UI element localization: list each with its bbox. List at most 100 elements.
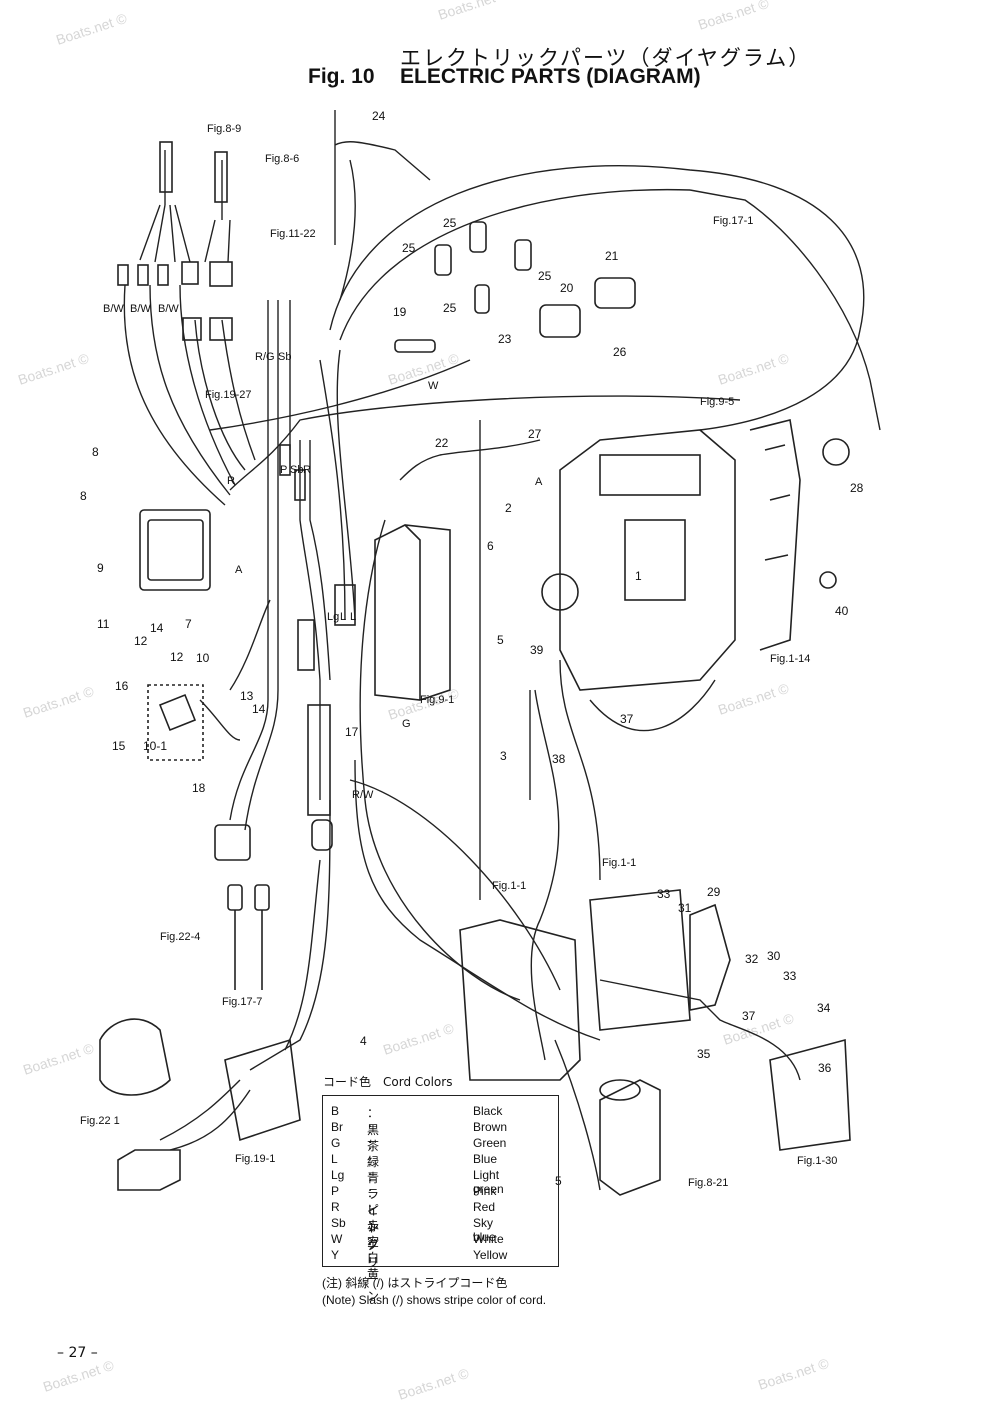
- watermark-text: Boats.net ©: [716, 350, 791, 388]
- watermark-text: Boats.net ©: [21, 683, 96, 721]
- wire-color-label: B/W: [103, 303, 124, 315]
- page-number: – 27 –: [57, 1345, 98, 1361]
- callout-number: 7: [185, 617, 192, 631]
- wire-color-label: A: [535, 476, 543, 488]
- callout-number: 14: [252, 702, 266, 716]
- callout-number: 37: [620, 712, 634, 726]
- callout-number: 33: [657, 887, 671, 901]
- watermark-text: Boats.net ©: [436, 0, 511, 23]
- wire-color-label: R/G: [255, 351, 275, 363]
- wire-color-label: R/W: [352, 789, 374, 801]
- callout-number: 28: [850, 481, 864, 495]
- watermark-text: Boats.net ©: [54, 10, 129, 48]
- callout-layer: 123455678891010-111121213141415161718192…: [80, 109, 864, 1189]
- callout-number: 18: [192, 781, 206, 795]
- legend-code: R: [331, 1200, 340, 1214]
- callout-number: 11: [97, 617, 110, 631]
- figure-reference: Fig.9-1: [420, 694, 454, 706]
- callout-number: 35: [697, 1047, 711, 1061]
- watermark-text: Boats.net ©: [716, 680, 791, 718]
- watermark-text: Boats.net ©: [21, 1040, 96, 1078]
- figure-reference: Fig.22 1: [80, 1115, 120, 1127]
- legend-jp: ：青: [367, 1154, 380, 1185]
- legend-title: コード色 Cord Colors: [323, 1075, 453, 1089]
- component-shapes: [99, 141, 851, 1196]
- legend-en: White: [473, 1232, 504, 1246]
- callout-number: 26: [613, 345, 627, 359]
- legend-code: Lg: [331, 1168, 345, 1182]
- figure-reference: Fig.9-5: [700, 396, 734, 408]
- wire-color-label: Sb: [290, 464, 303, 476]
- wire-color-label: P: [280, 464, 287, 476]
- watermark-text: Boats.net ©: [16, 350, 91, 388]
- callout-number: 4: [360, 1034, 367, 1048]
- callout-number: 3: [500, 749, 507, 763]
- legend-jp: ：空: [367, 1218, 380, 1249]
- legend-jp: ：茶: [367, 1122, 380, 1153]
- wire-color-label: B/W: [130, 303, 151, 315]
- callout-number: 39: [530, 643, 544, 657]
- legend-code: W: [331, 1232, 343, 1246]
- figure-reference: Fig.19-1: [235, 1153, 275, 1165]
- callout-number: 21: [605, 249, 619, 263]
- figure-reference: Fig.1-1: [602, 857, 636, 869]
- figure-reference: Fig.11-22: [270, 228, 316, 240]
- wire-color-label: R: [303, 464, 311, 476]
- wiring-lines: [123, 110, 881, 1191]
- legend-jp: ：赤: [367, 1202, 380, 1233]
- callout-number: 1: [635, 569, 642, 583]
- callout-number: 10-1: [143, 739, 167, 753]
- note-japanese: (注) 斜線 (/) はストライプコード色: [322, 1276, 508, 1290]
- callout-number: 23: [498, 332, 512, 346]
- callout-number: 25: [402, 241, 416, 255]
- legend-code: G: [331, 1136, 341, 1150]
- wire-color-label: A: [235, 564, 243, 576]
- callout-number: 14: [150, 621, 164, 635]
- wire-color-label: W: [428, 380, 439, 392]
- callout-number: 13: [240, 689, 254, 703]
- figure-reference: Fig.22-4: [160, 931, 200, 943]
- legend-jp: ：白: [367, 1234, 380, 1265]
- legend-en: Brown: [473, 1120, 508, 1134]
- callout-number: 8: [92, 445, 99, 459]
- legend-jp: ：ピンク: [367, 1186, 380, 1251]
- callout-number: 10: [196, 651, 210, 665]
- watermark-text: Boats.net ©: [396, 1365, 471, 1403]
- figure-number: Fig. 10: [308, 65, 375, 88]
- callout-number: 24: [372, 109, 386, 123]
- figure-reference: Fig.1-1: [492, 880, 526, 892]
- callout-number: 34: [817, 1001, 831, 1015]
- wire-color-label: B/W: [158, 303, 179, 315]
- callout-number: 36: [818, 1061, 832, 1075]
- legend-jp: ：緑: [367, 1138, 380, 1169]
- figure-reference: Fig.17-1: [713, 215, 753, 227]
- callout-number: 6: [487, 539, 494, 553]
- legend-en: Red: [473, 1200, 496, 1214]
- callout-number: 16: [115, 679, 129, 693]
- legend-en: Pink: [473, 1184, 497, 1198]
- callout-number: 8: [80, 489, 87, 503]
- note-english: (Note) Slash (/) shows stripe color of c…: [322, 1293, 547, 1307]
- wire-color-label: L: [350, 611, 356, 623]
- figure-reference: Fig.8-9: [207, 123, 241, 135]
- legend-code: P: [331, 1184, 340, 1198]
- watermark-text: Boats.net ©: [696, 0, 771, 33]
- callout-number: 25: [443, 216, 457, 230]
- callout-number: 38: [552, 752, 566, 766]
- callout-number: 29: [707, 885, 721, 899]
- wire-color-label: G: [402, 718, 411, 730]
- figure-reference: Fig.17-7: [222, 996, 262, 1008]
- callout-number: 37: [742, 1009, 756, 1023]
- title-english: ELECTRIC PARTS (DIAGRAM): [400, 65, 701, 88]
- wire-color-label: L: [340, 611, 346, 623]
- watermark-text: Boats.net ©: [41, 1357, 116, 1395]
- figure-reference: Fig.8-21: [688, 1177, 728, 1189]
- legend-en: Light green: [473, 1168, 504, 1196]
- callout-number: 22: [435, 436, 449, 450]
- legend-en: Black: [473, 1104, 503, 1118]
- callout-number: 25: [538, 269, 552, 283]
- wire-color-label: R: [227, 475, 235, 487]
- callout-number: 19: [393, 305, 407, 319]
- watermark-text: Boats.net ©: [381, 1020, 456, 1058]
